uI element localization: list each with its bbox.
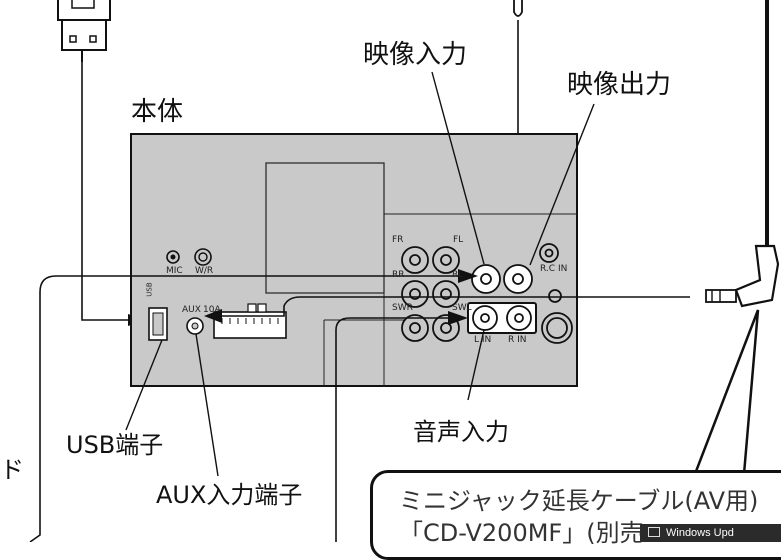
rin-mark: R IN bbox=[508, 335, 527, 345]
video-in-label: 映像入力 bbox=[363, 40, 468, 70]
update-icon bbox=[648, 527, 660, 537]
swl-mark: SWL bbox=[452, 303, 472, 313]
cable-callout: ミニジャック延長ケーブル(AV用) 「CD-V200MF」(別売 bbox=[370, 470, 781, 560]
mic-mark: MIC bbox=[166, 266, 183, 276]
rl-mark: RL bbox=[452, 270, 464, 280]
fuse-mark: 10A bbox=[203, 305, 221, 315]
usb-plug-icon bbox=[57, 0, 111, 62]
toast-text: Windows Upd bbox=[666, 527, 734, 539]
usb-mark: USB bbox=[145, 282, 154, 297]
mini-jack-plug-icon bbox=[705, 0, 780, 308]
lin-mark: L IN bbox=[474, 335, 492, 345]
aux-terminal-label: AUX入力端子 bbox=[156, 481, 303, 509]
fl-mark: FL bbox=[453, 235, 464, 245]
main-unit-label: 本体 bbox=[131, 97, 184, 127]
wiring-drawing bbox=[29, 0, 780, 542]
aux-mark: AUX bbox=[182, 305, 201, 315]
video-out-label: 映像出力 bbox=[567, 70, 672, 100]
callout-line-1: ミニジャック延長ケーブル(AV用) bbox=[399, 487, 759, 515]
swr-mark: SWR bbox=[392, 303, 413, 313]
usb-terminal-label: USB端子 bbox=[66, 431, 164, 459]
fr-mark: FR bbox=[392, 235, 404, 245]
wr-mark: W/R bbox=[195, 266, 214, 276]
audio-in-label: 音声入力 bbox=[413, 418, 509, 446]
side-label-fragment: ド bbox=[0, 456, 24, 484]
rr-mark: RR bbox=[392, 270, 405, 280]
callout-line-2: 「CD-V200MF」(別売 bbox=[399, 519, 644, 547]
rcin-mark: R.C IN bbox=[540, 264, 568, 274]
windows-update-toast[interactable]: Windows Upd bbox=[640, 524, 781, 542]
